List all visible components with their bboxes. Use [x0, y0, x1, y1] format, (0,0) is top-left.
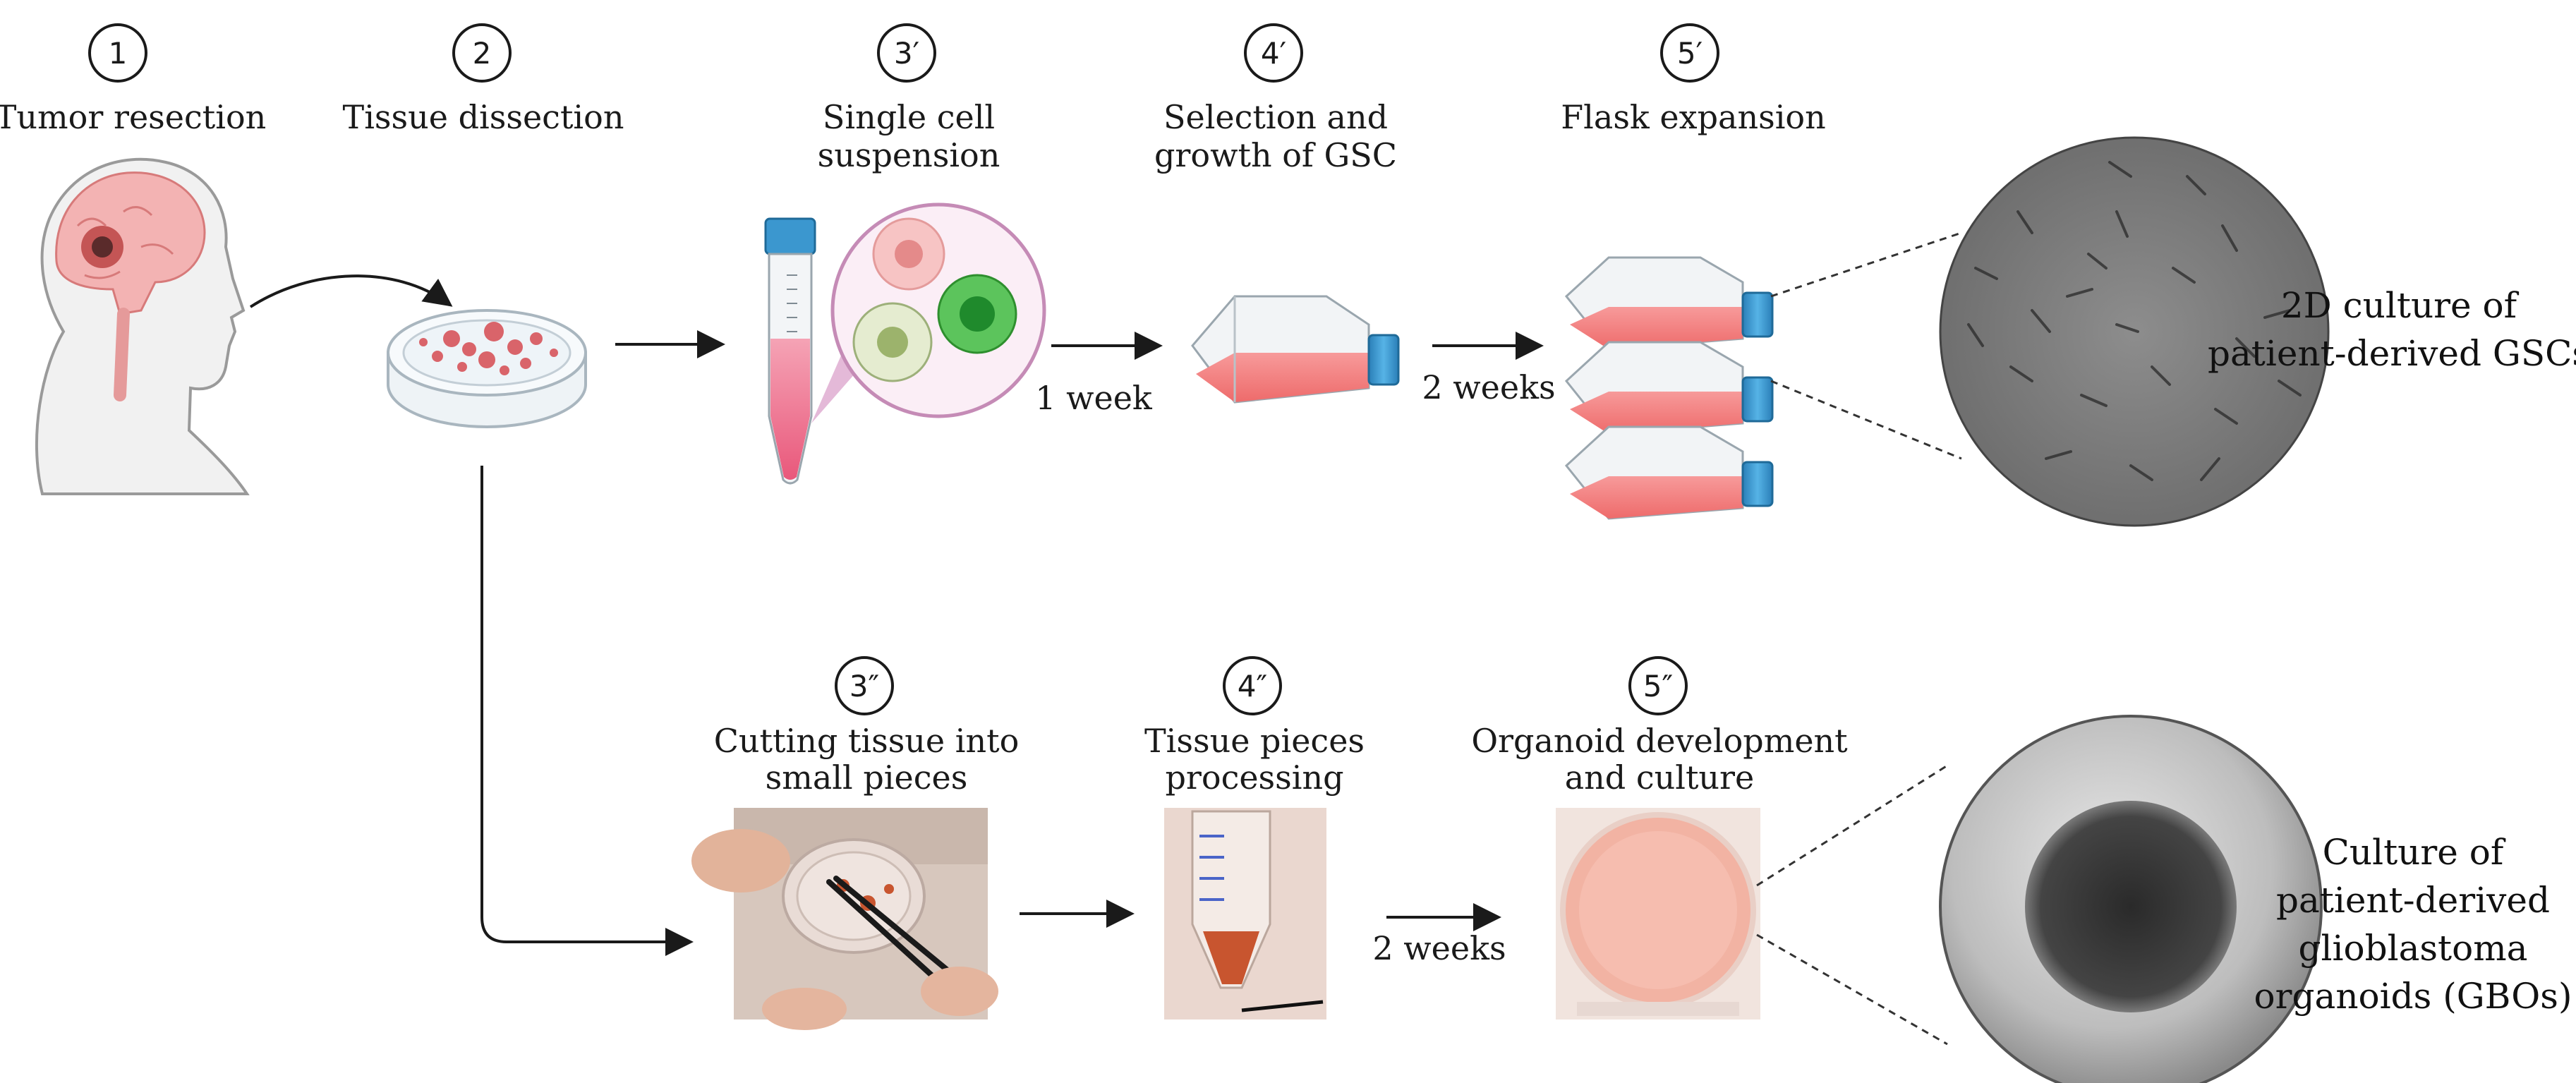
- step-3a: 3′ Single cell suspension: [818, 23, 1000, 174]
- petri-dish-icon: [387, 309, 587, 428]
- step-5b-label-line2: and culture: [1565, 758, 1755, 797]
- step-5a-badge: [1660, 23, 1719, 83]
- result-bottom-line3: glioblastoma: [2299, 928, 2528, 969]
- zoom-line-top-1: [1770, 231, 1962, 298]
- step-5a-number: 5′: [1677, 36, 1703, 71]
- dish-photo-icon: [1556, 808, 1760, 1020]
- result-top-line2: patient-derived GSCs: [2208, 333, 2576, 374]
- step-1-label: Tumor resection: [0, 98, 266, 136]
- step-3a-number: 3′: [894, 36, 919, 71]
- step-2: 2 Tissue dissection: [343, 23, 624, 136]
- arrow-dissection-to-cutting: [480, 466, 694, 956]
- cutting-photo-icon: [691, 808, 998, 1030]
- zoom-line-bottom-1: [1756, 764, 1948, 887]
- arrow-resection-to-dissection: [249, 274, 453, 308]
- step-5b-badge: [1628, 656, 1688, 715]
- step-3b-badge: [835, 656, 894, 715]
- step-3a-label-line2: suspension: [818, 136, 1000, 174]
- microscopy-gsc-icon: [1939, 136, 2330, 527]
- step-4b-number: 4″: [1238, 669, 1267, 703]
- step-4a-label-line2: growth of GSC: [1154, 136, 1397, 174]
- duration-2-weeks-bottom: 2 weeks: [1372, 929, 1506, 967]
- step-1-number: 1: [109, 36, 128, 71]
- step-3b-number: 3″: [849, 669, 879, 703]
- step-3a-badge: [877, 23, 936, 83]
- step-5a: 5′ Flask expansion: [1561, 23, 1826, 136]
- head-tumor-icon: [35, 157, 250, 495]
- step-2-number: 2: [473, 36, 492, 71]
- result-bottom-line2: patient-derived: [2276, 880, 2550, 921]
- step-4a-label-line1: Selection and: [1163, 98, 1388, 136]
- step-3b: 3″ Cutting tissue into small pieces: [714, 656, 1020, 797]
- conical-tube-icon: [764, 217, 816, 485]
- step-4a: 4′ Selection and growth of GSC: [1154, 23, 1397, 174]
- result-bottom: Culture of patient-derived glioblastoma …: [2254, 832, 2572, 1017]
- step-1-badge: [88, 23, 147, 83]
- step-2-badge: [452, 23, 512, 83]
- step-4a-badge: [1244, 23, 1303, 83]
- step-4a-number: 4′: [1261, 36, 1286, 71]
- step-5a-label: Flask expansion: [1561, 98, 1825, 136]
- step-4b-badge: [1223, 656, 1282, 715]
- organoid-micrograph-icon: [1939, 715, 2323, 1083]
- zoom-line-top-2: [1770, 380, 1962, 460]
- step-3b-label-line2: small pieces: [766, 758, 968, 797]
- step-5b: 5″ Organoid development and culture: [1471, 656, 1848, 797]
- duration-2-weeks-top: 2 weeks: [1422, 368, 1555, 406]
- step-3a-label-line1: Single cell: [823, 98, 995, 136]
- flask-stack-icon: [1564, 256, 1774, 520]
- result-top: 2D culture of patient-derived GSCs: [2208, 285, 2576, 374]
- step-4b-label-line2: processing: [1165, 758, 1343, 797]
- result-top-line1: 2D culture of: [2281, 285, 2520, 326]
- step-5b-number: 5″: [1643, 669, 1673, 703]
- cells-zoom-icon: [811, 202, 1046, 423]
- step-3b-label-line1: Cutting tissue into: [714, 722, 1020, 760]
- tube-photo-icon: [1164, 808, 1326, 1020]
- duration-1-week: 1 week: [1035, 379, 1153, 417]
- zoom-line-bottom-2: [1756, 933, 1948, 1046]
- step-2-label: Tissue dissection: [343, 98, 624, 136]
- step-1: 1 Tumor resection: [0, 23, 266, 136]
- result-bottom-line4: organoids (GBOs): [2254, 976, 2572, 1017]
- culture-flask-icon: [1191, 295, 1400, 404]
- step-4b-label-line1: Tissue pieces: [1144, 722, 1365, 760]
- step-5b-label-line1: Organoid development: [1471, 722, 1848, 760]
- result-bottom-line1: Culture of: [2323, 832, 2506, 873]
- step-4b: 4″ Tissue pieces processing: [1144, 656, 1365, 797]
